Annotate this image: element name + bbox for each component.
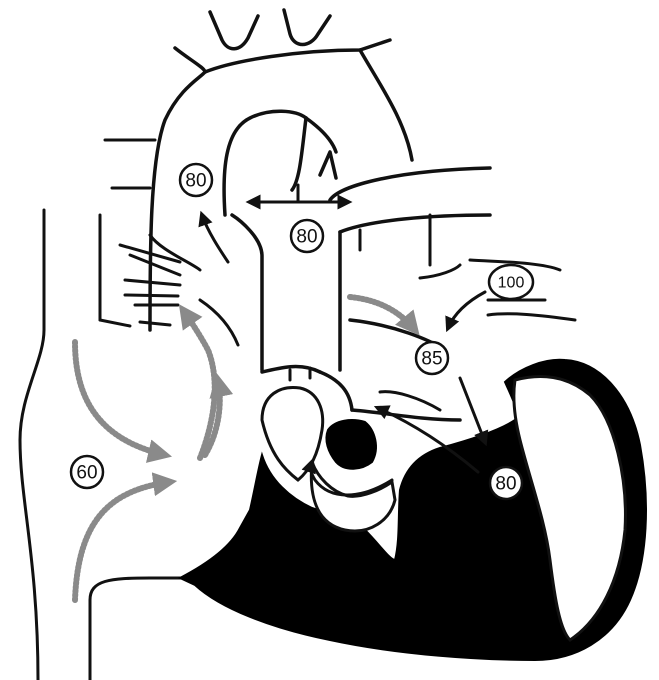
- saturation-badge-left-ventricle: 80: [490, 467, 522, 499]
- svc-flow-arrow: [75, 342, 165, 455]
- ra-to-pa-flow-arrow: [183, 310, 215, 458]
- myocardium: [180, 360, 646, 660]
- vena-cava: [20, 210, 200, 680]
- saturation-badge-pulmonary-vein: 100: [489, 265, 533, 299]
- la-to-lv-flow-arrow: [460, 378, 485, 442]
- saturation-value-pulmonary-vein: 100: [498, 275, 525, 292]
- pulmonary-vein-flow-arrow: [448, 292, 485, 328]
- saturation-badge-left-atrium: 85: [416, 342, 448, 374]
- saturation-value-left-ventricle: 80: [495, 474, 516, 495]
- saturation-badge-aorta: 80: [180, 164, 212, 196]
- saturation-badge-right-atrium: 60: [71, 456, 103, 488]
- ivc-flow-arrow: [75, 482, 170, 600]
- saturation-badge-pulmonary-artery: 80: [291, 220, 323, 252]
- saturation-value-pulmonary-artery: 80: [296, 227, 317, 248]
- saturation-value-left-atrium: 85: [421, 349, 442, 370]
- saturation-value-right-atrium: 60: [76, 463, 97, 484]
- saturation-value-aorta: 80: [185, 171, 206, 192]
- aorta-flow-arrow: [202, 215, 228, 262]
